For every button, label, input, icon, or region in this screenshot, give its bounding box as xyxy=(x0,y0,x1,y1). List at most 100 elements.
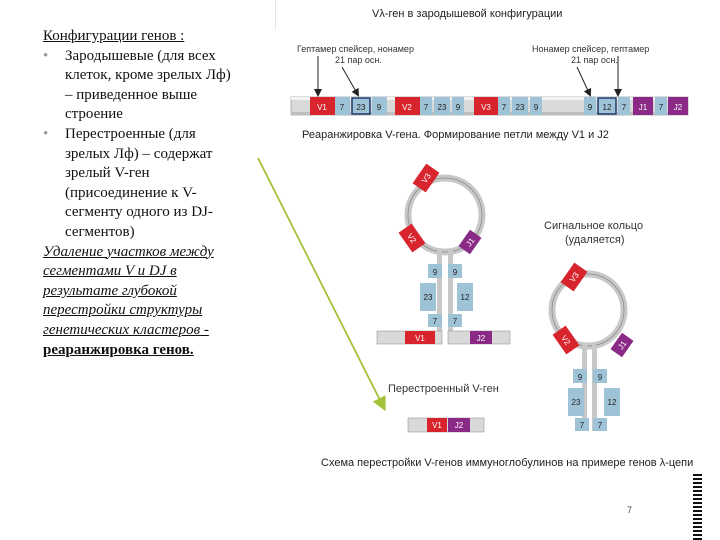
signal-box xyxy=(434,97,450,115)
bullet-line: клеток, кроме зрелых Лф) xyxy=(65,67,231,84)
segment-j1 xyxy=(633,97,653,115)
segment-label: V1 xyxy=(415,334,425,343)
signal-box xyxy=(335,97,350,115)
segment-label: V1 xyxy=(317,103,327,112)
segment-label: 23 xyxy=(516,103,525,112)
bullet-line: Зародышевые (для всех xyxy=(65,47,216,64)
segment-label: 7 xyxy=(340,103,345,112)
signal-box xyxy=(568,388,584,416)
italic-line: перестройки структуры xyxy=(43,302,203,319)
loop-2: V3 V2 J1 9 9 23 12 7 7 xyxy=(548,262,634,431)
italic-line: генетических кластеров - xyxy=(43,321,209,338)
italic-line: сегментами V и DJ в xyxy=(43,263,177,280)
segment-label: 9 xyxy=(456,103,461,112)
loop1-v3 xyxy=(412,163,440,193)
signal-box xyxy=(457,283,473,311)
signal-box xyxy=(420,97,432,115)
segment-label: 7 xyxy=(622,103,627,112)
segment-label: 9 xyxy=(433,268,438,277)
segment-label: V2 xyxy=(402,103,412,112)
page-number: 7 xyxy=(627,505,633,515)
segment-label: 7 xyxy=(659,103,664,112)
segment-label: V1 xyxy=(432,421,442,430)
segment-label: V3 xyxy=(481,103,491,112)
loop2-j1 xyxy=(610,332,634,358)
italic-line: Удаление участков между xyxy=(43,243,214,260)
bullet-line: зрелых Лф) – содержат xyxy=(65,145,213,162)
segment-label: J2 xyxy=(477,334,486,343)
signal-box xyxy=(618,97,630,115)
loop2-v2 xyxy=(552,325,580,355)
heptamer-label-left: Гептамер спейсер, нонамер xyxy=(297,44,414,54)
segment-label: 23 xyxy=(357,103,366,112)
signal-box xyxy=(428,314,442,327)
diagram-title: Vλ-ген в зародышевой конфигурации xyxy=(372,8,562,20)
left-text-block: Конфигурации генов : • Зародышевые (для … xyxy=(43,27,268,360)
bullet-line: сегментов) xyxy=(65,223,135,240)
signal-box xyxy=(584,97,596,115)
loop-1: V3 V2 J1 9 9 23 12 7 7 xyxy=(376,163,511,345)
frame-divider xyxy=(275,0,276,30)
segment-label: 7 xyxy=(424,103,429,112)
bullet-line: Перестроенные (для xyxy=(65,125,196,142)
segment-label: 7 xyxy=(580,421,585,430)
green-arrow xyxy=(257,157,386,412)
bullet-icon: • xyxy=(43,125,49,142)
bullet-line: – приведенное выше xyxy=(65,86,198,103)
segment-label: 7 xyxy=(433,317,438,326)
segment-label: J2 xyxy=(455,421,464,430)
bullet-list: • Зародышевые (для всех клеток, кроме зр… xyxy=(43,47,268,243)
signal-box xyxy=(428,264,442,278)
segment-label: 9 xyxy=(534,103,539,112)
rearranged-label: Перестроенный V-ген xyxy=(388,383,499,395)
loop1-v2 xyxy=(398,223,426,253)
segment-label: J2 xyxy=(674,103,683,112)
segment-label: 7 xyxy=(453,317,458,326)
signal-box xyxy=(593,418,607,431)
segment-label: 9 xyxy=(578,373,583,382)
bullet-line: зрелый V-ген xyxy=(65,165,150,182)
signal-box xyxy=(372,97,387,115)
loop1-v1 xyxy=(405,331,435,344)
segment-label: 9 xyxy=(598,373,603,382)
bullet-rearranged: • Перестроенные (для зрелых Лф) – содерж… xyxy=(43,125,268,243)
signal-box xyxy=(573,369,587,383)
segment-label: 9 xyxy=(377,103,382,112)
signal-box xyxy=(655,97,667,115)
bp-label-left: 21 пар осн. xyxy=(335,55,382,65)
segment-label: 12 xyxy=(608,398,617,407)
bp-label-right: 21 пар осн. xyxy=(571,55,618,65)
arrow-nonamer-a xyxy=(576,66,592,97)
segment-label: 12 xyxy=(603,103,612,112)
rearranged-strand: V1 J2 xyxy=(407,417,485,433)
signal-ring-label: Сигнальное кольцо xyxy=(544,220,643,232)
signal-box xyxy=(448,314,462,327)
segment-v2 xyxy=(395,97,420,115)
loop2-v3 xyxy=(560,262,588,292)
signal-box xyxy=(498,97,510,115)
segment-label: 23 xyxy=(424,293,433,302)
loop1-j2 xyxy=(470,331,492,344)
segment-label: 12 xyxy=(461,293,470,302)
segment-label: 23 xyxy=(438,103,447,112)
slide-heading: Конфигурации генов : xyxy=(43,28,185,44)
bold-line: реаранжировка генов. xyxy=(43,341,194,358)
segment-label: 9 xyxy=(588,103,593,112)
arrow-heptamer-b xyxy=(341,66,359,97)
bullet-germline: • Зародышевые (для всех клеток, кроме зр… xyxy=(43,47,268,125)
bullet-icon: • xyxy=(43,47,49,64)
segment-label: J1 xyxy=(639,103,648,112)
signal-box xyxy=(448,264,462,278)
signal-ring-sublabel: (удаляется) xyxy=(565,234,625,246)
diagram-subtitle: Реаранжировка V-гена. Формирование петли… xyxy=(302,129,609,141)
segment-v1 xyxy=(310,97,335,115)
diagram-caption: Схема перестройки V-генов иммуноглобулин… xyxy=(321,457,693,469)
segment-j2 xyxy=(668,97,688,115)
bullet-line: сегменту одного из DJ- xyxy=(65,204,213,221)
segment-v3 xyxy=(474,97,498,115)
signal-box xyxy=(420,283,436,311)
loop1-j1 xyxy=(458,229,482,255)
signal-box xyxy=(597,97,617,115)
